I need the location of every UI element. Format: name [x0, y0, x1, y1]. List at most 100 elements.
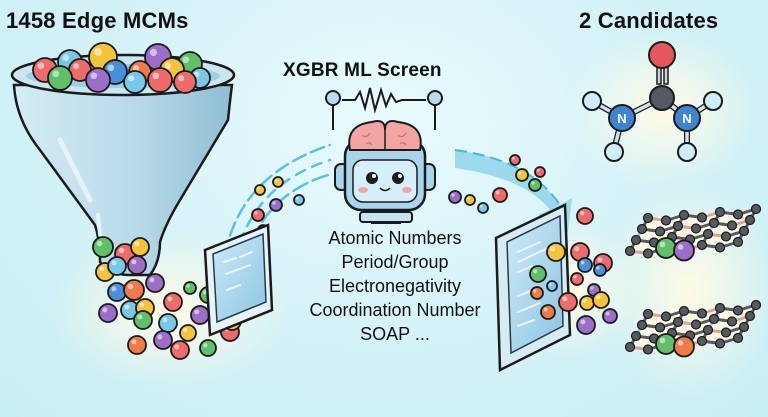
ball-highlight	[194, 309, 200, 315]
carbon-atom	[714, 338, 726, 349]
carbon-atom	[636, 223, 648, 235]
falling-ball	[133, 310, 153, 330]
ball-highlight	[157, 334, 163, 340]
ball-highlight	[96, 240, 103, 247]
ball-highlight	[124, 304, 130, 310]
carbon-atom	[690, 319, 702, 330]
flow-ball	[477, 202, 489, 214]
carbon-atom	[696, 308, 708, 319]
ball-highlight	[562, 296, 568, 302]
ball-highlight	[149, 48, 158, 57]
ball-highlight	[37, 62, 45, 70]
ball-highlight	[580, 319, 586, 325]
carbon-atom	[654, 322, 666, 333]
ball-highlight	[94, 48, 103, 57]
output-title: 2 Candidates	[579, 8, 719, 33]
falling-ball	[163, 292, 183, 312]
ball-highlight	[131, 339, 137, 345]
screen-title: XGBR ML Screen	[283, 60, 442, 81]
output-ball	[577, 257, 593, 273]
ball-highlight	[596, 266, 600, 270]
carbon-atom	[708, 313, 720, 325]
output-ball	[540, 304, 556, 320]
carbon-atom	[696, 239, 708, 251]
falling-ball	[107, 256, 127, 276]
carbon-atom	[708, 217, 720, 229]
flow-ball	[269, 198, 283, 212]
ball-highlight	[111, 260, 117, 266]
ball-highlight	[518, 171, 522, 175]
carbon-atom	[678, 305, 690, 317]
carbon-atom	[630, 234, 642, 246]
ball-highlight	[548, 282, 552, 286]
output-ball	[570, 272, 584, 286]
ball-highlight	[174, 344, 180, 350]
ball-highlight	[274, 178, 278, 182]
falling-ball	[153, 330, 173, 350]
flow-ball	[272, 176, 284, 188]
funnel-balls	[32, 42, 211, 94]
funnel-ball	[173, 70, 197, 94]
dopant-atom	[673, 335, 695, 358]
ball-highlight	[595, 294, 601, 300]
carbon-atom	[624, 341, 636, 353]
carbon-atom	[624, 245, 636, 257]
carbon-atom	[636, 319, 648, 331]
output-ball	[592, 291, 610, 309]
carbon-atom	[726, 316, 738, 327]
flow-ball	[492, 187, 508, 203]
falling-ball	[158, 313, 178, 333]
falling-ball	[190, 305, 210, 325]
atom-label-n-right: N	[682, 111, 691, 126]
carbon-atom	[696, 212, 708, 223]
ball-highlight	[118, 247, 125, 254]
flow-ball	[448, 190, 462, 204]
funnel-ball	[85, 67, 111, 93]
carbon-atom	[714, 206, 726, 218]
carbon-atom	[750, 299, 762, 311]
ball-highlight	[186, 284, 190, 288]
carbon-atom	[714, 302, 726, 314]
ball-highlight	[202, 342, 208, 348]
carbon-atom	[642, 308, 654, 320]
dopant-atom	[673, 239, 695, 262]
carbon-atom	[630, 330, 642, 342]
carbon-atom	[732, 305, 744, 316]
ball-highlight	[272, 201, 276, 205]
ball-highlight	[134, 241, 140, 247]
ball-highlight	[533, 289, 537, 293]
carbon-atom	[738, 321, 750, 333]
falling-ball	[183, 281, 197, 295]
funnel-ball	[147, 67, 173, 93]
ball-highlight	[127, 283, 134, 290]
feature-item: Atomic Numbers	[328, 228, 462, 248]
atom-oxygen	[648, 41, 676, 69]
ball-highlight	[131, 259, 137, 265]
feature-item: SOAP ...	[360, 324, 430, 344]
ball-highlight	[90, 72, 98, 80]
feature-item: Electronegativity	[328, 276, 462, 296]
falling-ball	[199, 339, 217, 357]
ball-highlight	[107, 64, 115, 72]
carbon-atom	[702, 228, 714, 240]
flow-ball	[515, 168, 529, 182]
atom-label-n-left: N	[617, 111, 626, 126]
ball-highlight	[532, 268, 538, 274]
ball-highlight	[99, 266, 105, 272]
atom-hydrogen	[677, 142, 697, 162]
falling-ball	[92, 236, 114, 258]
output-ball	[579, 295, 595, 311]
feature-tablet-left	[203, 223, 274, 337]
falling-ball	[123, 279, 145, 301]
feature-list: Atomic Numbers Period/Group Electronegat…	[282, 226, 508, 346]
falling-ball	[145, 273, 165, 293]
ball-highlight	[111, 286, 117, 292]
ball-highlight	[139, 302, 145, 308]
falling-ball	[130, 237, 150, 257]
output-ball	[546, 242, 566, 262]
funnel-ball	[47, 65, 73, 91]
falling-ball	[179, 324, 197, 342]
flow-ball	[251, 208, 265, 222]
carbon-atom	[726, 220, 738, 231]
